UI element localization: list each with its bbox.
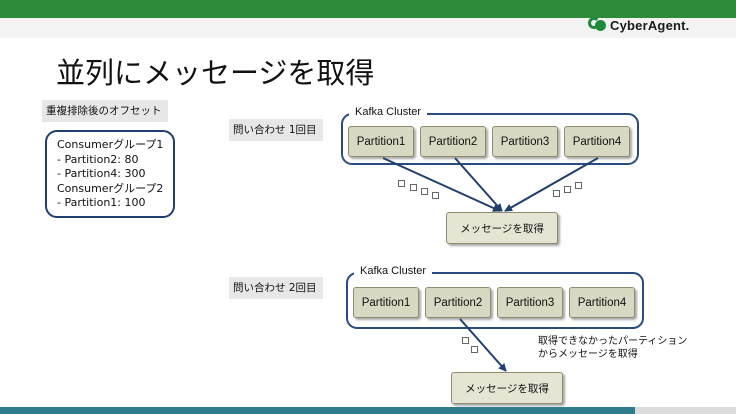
slide-title: 並列にメッセージを取得 bbox=[56, 56, 375, 90]
brand-name: CyberAgent. bbox=[610, 17, 690, 33]
message-square bbox=[410, 184, 417, 191]
brand-logo: CyberAgent. bbox=[588, 17, 690, 33]
q2-note-line: からメッセージを取得 bbox=[538, 349, 638, 360]
offset-line: - Partition4: 300 bbox=[57, 167, 146, 180]
top-green-bar bbox=[0, 0, 736, 18]
q1-result-box: メッセージを取得 bbox=[446, 212, 558, 244]
kafka-cluster-1-label: Kafka Cluster bbox=[349, 106, 428, 118]
arrow-q1-p2 bbox=[454, 157, 503, 212]
q1-partition-1: Partition1 bbox=[348, 126, 414, 157]
message-square bbox=[553, 190, 560, 197]
message-square bbox=[398, 180, 405, 187]
kafka-cluster-2-label: Kafka Cluster bbox=[354, 265, 433, 277]
message-square bbox=[575, 182, 582, 189]
query1-label: 問い合わせ 1回目 bbox=[229, 119, 323, 141]
q1-partition-4: Partition4 bbox=[564, 126, 630, 157]
offset-line: - Partition1: 100 bbox=[57, 196, 146, 209]
offsets-box: Consumerグループ1 - Partition2: 80 - Partiti… bbox=[45, 130, 175, 218]
q2-result-box: メッセージを取得 bbox=[451, 372, 563, 404]
message-square bbox=[471, 346, 478, 353]
offset-line: - Partition2: 80 bbox=[57, 152, 139, 166]
message-square bbox=[421, 188, 428, 195]
q2-note: 取得できなかったパーティション からメッセージを取得 bbox=[538, 335, 687, 361]
message-square bbox=[462, 337, 469, 344]
offset-line: Consumerグループ2 bbox=[57, 181, 164, 195]
q2-partition-3: Partition3 bbox=[497, 287, 563, 318]
message-square bbox=[432, 192, 439, 199]
q2-partition-1: Partition1 bbox=[353, 287, 419, 318]
offset-line: Consumerグループ1 bbox=[57, 138, 164, 151]
query2-label: 問い合わせ 2回目 bbox=[229, 277, 323, 299]
q1-partition-2: Partition2 bbox=[420, 126, 486, 157]
q2-note-line: 取得できなかったパーティション bbox=[538, 336, 688, 347]
arrow-q1-p1 bbox=[382, 157, 501, 212]
arrow-q2-p2 bbox=[459, 318, 507, 372]
cyberagent-logo-icon bbox=[588, 17, 606, 33]
message-square bbox=[564, 186, 571, 193]
offsets-label: 重複排除後のオフセット bbox=[42, 100, 168, 122]
q2-partition-4: Partition4 bbox=[569, 287, 635, 318]
arrow-q1-p4 bbox=[504, 157, 599, 212]
footer-bar-gray bbox=[635, 407, 736, 414]
q1-partition-3: Partition3 bbox=[492, 126, 558, 157]
footer-bar bbox=[0, 407, 736, 414]
header-band bbox=[0, 18, 736, 38]
q2-partition-2: Partition2 bbox=[425, 287, 491, 318]
